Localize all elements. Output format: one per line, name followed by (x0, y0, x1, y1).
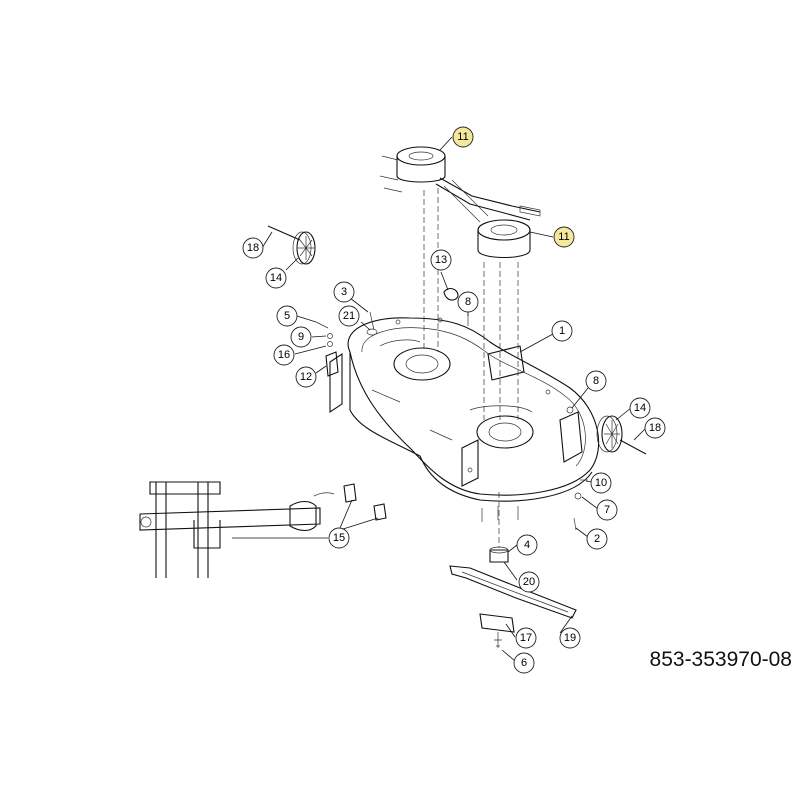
callout-18-left[interactable]: 18 (242, 237, 264, 259)
callout-11-rear[interactable]: 11 (553, 226, 575, 248)
leader-lines (232, 136, 647, 662)
svg-text:11: 11 (558, 231, 569, 243)
svg-text:10: 10 (595, 477, 607, 489)
callout-8-right[interactable]: 8 (585, 370, 607, 392)
mower-deck (329, 317, 600, 502)
svg-text:4: 4 (524, 539, 530, 551)
callout-14-left[interactable]: 14 (265, 267, 287, 289)
callout-17[interactable]: 17 (515, 627, 537, 649)
callout-9[interactable]: 9 (290, 326, 312, 348)
callout-10[interactable]: 10 (590, 472, 612, 494)
callout-2[interactable]: 2 (586, 528, 608, 550)
callout-18-right[interactable]: 18 (644, 417, 666, 439)
svg-text:18: 18 (247, 242, 259, 254)
svg-text:2: 2 (594, 533, 600, 545)
svg-text:1: 1 (559, 325, 565, 337)
callout-3[interactable]: 3 (333, 281, 355, 303)
spindle-assembly-front (379, 146, 541, 221)
svg-text:16: 16 (278, 349, 290, 361)
hardware (315, 287, 588, 563)
svg-text:13: 13 (435, 254, 447, 266)
callout-5[interactable]: 5 (276, 305, 298, 327)
diagram-part-number: 853-353970-08 (649, 648, 792, 671)
callout-13[interactable]: 13 (430, 249, 452, 271)
svg-text:7: 7 (604, 504, 610, 516)
callout-8-top[interactable]: 8 (457, 291, 479, 313)
callout-12[interactable]: 12 (295, 366, 317, 388)
spindle-assembly-rear (443, 179, 531, 258)
svg-text:21: 21 (343, 310, 355, 322)
callout-7[interactable]: 7 (596, 499, 618, 521)
callout-21[interactable]: 21 (338, 305, 360, 327)
svg-text:12: 12 (300, 371, 312, 383)
svg-text:3: 3 (341, 286, 347, 298)
callout-14-right[interactable]: 14 (629, 397, 651, 419)
svg-text:14: 14 (634, 402, 646, 414)
svg-text:11: 11 (457, 131, 468, 143)
svg-text:8: 8 (593, 375, 599, 387)
callout-1[interactable]: 1 (551, 320, 573, 342)
callout-11-front[interactable]: 11 (452, 126, 474, 148)
svg-text:18: 18 (649, 422, 661, 434)
callout-16[interactable]: 16 (273, 344, 295, 366)
svg-text:20: 20 (523, 576, 535, 588)
svg-text:5: 5 (284, 310, 290, 322)
svg-text:9: 9 (298, 331, 304, 343)
pivot-bracket-detail (139, 481, 387, 578)
svg-text:17: 17 (520, 632, 532, 644)
alignment-lines (423, 188, 519, 548)
svg-text:6: 6 (521, 657, 527, 669)
mower-blade (449, 565, 577, 648)
svg-text:14: 14 (270, 272, 282, 284)
svg-text:15: 15 (333, 532, 345, 544)
callout-19[interactable]: 19 (559, 627, 581, 649)
callout-4[interactable]: 4 (516, 534, 538, 556)
gauge-wheel-left (267, 225, 316, 265)
svg-text:19: 19 (564, 632, 576, 644)
callout-6[interactable]: 6 (513, 652, 535, 674)
callout-15[interactable]: 15 (328, 527, 350, 549)
gauge-wheel-right (596, 415, 647, 455)
callout-20[interactable]: 20 (518, 571, 540, 593)
svg-text:8: 8 (465, 296, 471, 308)
